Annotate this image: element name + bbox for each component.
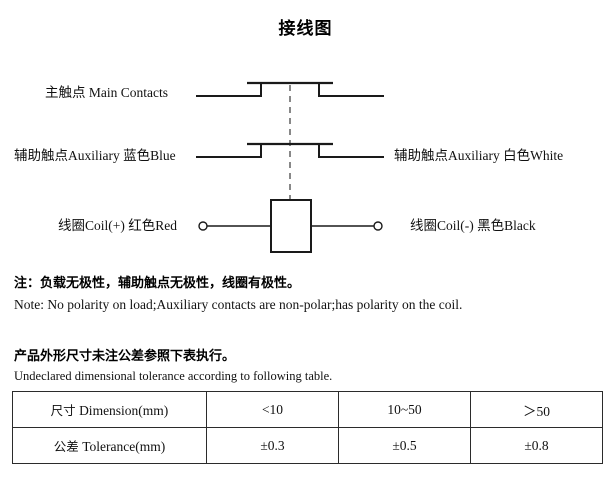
- tolerance-table: 尺寸 Dimension(mm) <10 10~50 ＞50 公差 Tolera…: [12, 391, 603, 464]
- cell-text-en: Tolerance(mm): [78, 439, 166, 454]
- label-auxiliary-blue: 辅助触点Auxiliary 蓝色Blue: [14, 148, 176, 163]
- table-cell-dimension-3: ＞50: [470, 391, 603, 428]
- tolerance-intro-english: Undeclared dimensional tolerance accordi…: [14, 369, 333, 383]
- table-cell-tolerance-1: ±0.3: [206, 427, 339, 464]
- table-cell-dimension-1: <10: [206, 391, 339, 428]
- table-row-header-dimension: 尺寸 Dimension(mm): [12, 391, 207, 428]
- label-main-contacts: 主触点 Main Contacts: [45, 85, 168, 100]
- page-title: 接线图: [278, 19, 333, 38]
- cell-text-cjk: 尺寸: [50, 403, 76, 418]
- table-row: 公差 Tolerance(mm) ±0.3 ±0.5 ±0.8: [12, 427, 603, 464]
- note-polarity-chinese: 注：负载无极性，辅助触点无极性，线圈有极性。: [14, 276, 301, 291]
- label-coil-negative: 线圈Coil(-) 黑色Black: [410, 218, 536, 233]
- table-row: 尺寸 Dimension(mm) <10 10~50 ＞50: [12, 391, 603, 428]
- note-polarity-english: Note: No polarity on load;Auxiliary cont…: [14, 297, 463, 312]
- cell-text-en: Dimension(mm): [75, 403, 169, 418]
- tolerance-intro-chinese: 产品外形尺寸未注公差参照下表执行。: [14, 349, 236, 364]
- table-cell-tolerance-3: ±0.8: [470, 427, 603, 464]
- label-coil-positive: 线圈Coil(+) 红色Red: [58, 218, 177, 233]
- coil-terminal-positive: [198, 221, 208, 231]
- coil-terminal-negative: [373, 221, 383, 231]
- auxiliary-contact-symbol: [196, 142, 384, 158]
- cell-text-cjk: 公差: [53, 439, 79, 454]
- coil-symbol: [198, 199, 383, 253]
- wiring-diagram-figure: [0, 55, 611, 265]
- main-contact-symbol: [196, 81, 384, 97]
- table-cell-dimension-2: 10~50: [338, 391, 471, 428]
- label-auxiliary-white: 辅助触点Auxiliary 白色White: [394, 148, 564, 163]
- table-cell-tolerance-2: ±0.5: [338, 427, 471, 464]
- table-row-header-tolerance: 公差 Tolerance(mm): [12, 427, 207, 464]
